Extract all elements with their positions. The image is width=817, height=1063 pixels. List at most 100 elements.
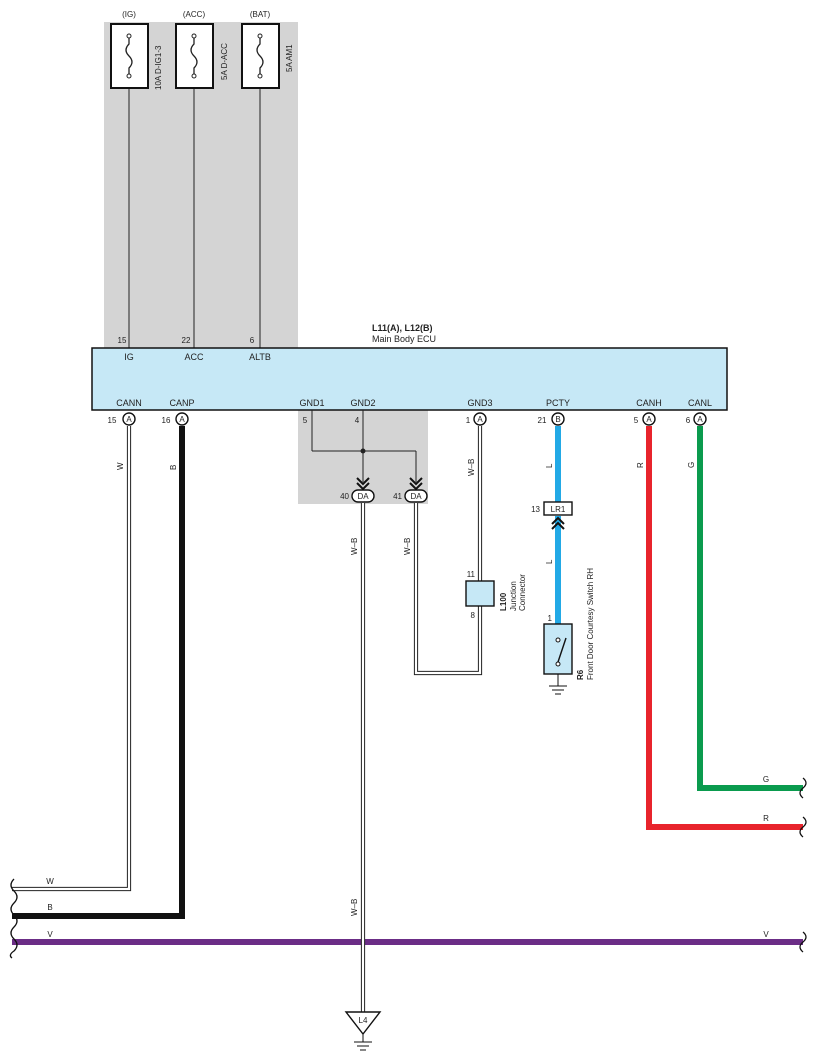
switch-name: Front Door Courtesy Switch RH xyxy=(586,568,595,680)
da-connector-label: DA xyxy=(410,492,422,501)
da-connector-num: 40 xyxy=(340,492,349,501)
switch-pin: 1 xyxy=(548,614,553,623)
ground-icon xyxy=(354,1041,372,1051)
wire-label: L xyxy=(545,463,554,468)
fuse-source: (IG) xyxy=(122,10,136,19)
chevron-down-icon xyxy=(356,477,370,491)
wire-l100-da41-fill xyxy=(414,503,482,675)
ecu-body xyxy=(91,347,728,411)
fuse-icon xyxy=(256,36,264,76)
da-connector-label: DA xyxy=(357,492,369,501)
da-connector-box xyxy=(404,489,428,503)
ground-triangle-icon xyxy=(344,1011,382,1036)
fuse-icon xyxy=(125,36,133,76)
wire-label: W xyxy=(46,877,54,886)
pin-connector-letter: B xyxy=(555,415,560,424)
ecu-bottom-pin-label: GND3 xyxy=(467,398,492,408)
ecu-bottom-pin-num: 5 xyxy=(634,416,639,425)
ecu-top-pin-label: ACC xyxy=(184,352,204,362)
fuse-bat: (BAT) 5A AM1 xyxy=(241,10,294,89)
lr1-box xyxy=(543,501,573,516)
junction-pin-top: 11 xyxy=(467,570,476,579)
wire-label: G xyxy=(687,462,696,468)
switch-contact xyxy=(555,637,561,643)
bus-break-left xyxy=(9,878,18,959)
pin-connector-letter: A xyxy=(477,415,483,424)
fuse-source: (ACC) xyxy=(183,10,206,19)
fuse-terminal xyxy=(257,33,263,39)
fuse-source: (BAT) xyxy=(250,10,271,19)
wire-label: G xyxy=(763,775,769,784)
ecu-top-pin-num: 15 xyxy=(118,336,127,345)
pin-connector-letter: A xyxy=(697,415,703,424)
wire-canp xyxy=(12,426,185,919)
wire-label: R xyxy=(763,814,769,823)
ecu-code: L11(A), L12(B) xyxy=(372,323,433,333)
ecu-pin-connectors: A A A B A A xyxy=(122,412,707,426)
wire-label: W–B xyxy=(403,538,412,555)
ground-icon xyxy=(549,685,567,695)
junction-line1: Junction xyxy=(509,581,518,611)
courtesy-switch-r6: 1 R6 Front Door Courtesy Switch RH xyxy=(543,568,595,695)
ecu-top-pin-label: ALTB xyxy=(249,352,271,362)
junction-code: L100 xyxy=(499,592,508,611)
pin-connector-letter: A xyxy=(126,415,132,424)
ecu-bottom-pin-label: GND2 xyxy=(350,398,375,408)
fuse-icon xyxy=(190,36,198,76)
pin-connector xyxy=(642,412,656,426)
switch-lever-icon xyxy=(557,637,567,663)
ecu-bottom-pin-num: 1 xyxy=(466,416,471,425)
pin-connector-letter: A xyxy=(646,415,652,424)
wire-label: B xyxy=(47,903,52,912)
wire-cann xyxy=(12,426,132,892)
fuse-wires xyxy=(128,88,261,348)
switch-contact xyxy=(555,661,561,667)
pin-connector xyxy=(473,412,487,426)
fuse-terminal xyxy=(126,33,132,39)
lr1-connector: LR1 13 xyxy=(531,501,573,530)
chevron-down-icon xyxy=(409,477,423,491)
ecu-bottom-pin-num: 16 xyxy=(162,416,171,425)
ecu-bottom-pin-label: GND1 xyxy=(299,398,324,408)
junction-connector-l100: 11 8 L100 Junction Connector xyxy=(465,570,527,620)
bus-break-right xyxy=(799,777,807,953)
da-connector-41: DA 41 xyxy=(393,477,428,503)
fuse-ig: (IG) 10A D-IG1-3 xyxy=(110,10,163,90)
wire-label: V xyxy=(47,930,53,939)
ecu-bottom-pin-label: CANL xyxy=(688,398,712,408)
ecu-bottom-pin-label: CANH xyxy=(636,398,662,408)
wire-label: W–B xyxy=(467,459,476,476)
ecu-name: Main Body ECU xyxy=(372,334,436,344)
pin-connector xyxy=(551,412,565,426)
wire-label: B xyxy=(169,465,178,470)
chevron-up-icon xyxy=(551,516,565,530)
pin-connector xyxy=(175,412,189,426)
wire-canh xyxy=(646,426,803,830)
ground-l4: L4 xyxy=(344,1011,382,1051)
pin-connector xyxy=(122,412,136,426)
da-connector-40: DA 40 xyxy=(340,477,375,503)
da-connector-num: 41 xyxy=(393,492,402,501)
junction-box xyxy=(465,580,495,607)
junction-line2: Connector xyxy=(518,574,527,611)
wire-label: R xyxy=(636,462,645,468)
wire-canl xyxy=(697,426,803,791)
pin-connector-letter: A xyxy=(179,415,185,424)
ecu-bottom-pin-num: 21 xyxy=(538,416,547,425)
wire-cann-fill xyxy=(12,426,131,891)
ecu-bottom-pin-label: CANP xyxy=(169,398,194,408)
junction-pin-bottom: 8 xyxy=(471,611,476,620)
ecu-bottom-pin-num: 6 xyxy=(686,416,691,425)
wire-label: W xyxy=(116,462,125,470)
ecu-bottom-pin-num: 15 xyxy=(108,416,117,425)
lr1-num: 13 xyxy=(531,505,540,514)
ecu-top-pin-num: 22 xyxy=(182,336,191,345)
ground-label: L4 xyxy=(359,1016,368,1025)
ecu-bottom-pin-label: CANN xyxy=(116,398,142,408)
fuse-terminal xyxy=(191,33,197,39)
switch-code: R6 xyxy=(576,669,585,680)
splice-dot xyxy=(360,448,366,454)
fuse-terminal xyxy=(257,73,263,79)
ecu-bottom-pin-num: 5 xyxy=(303,416,308,425)
